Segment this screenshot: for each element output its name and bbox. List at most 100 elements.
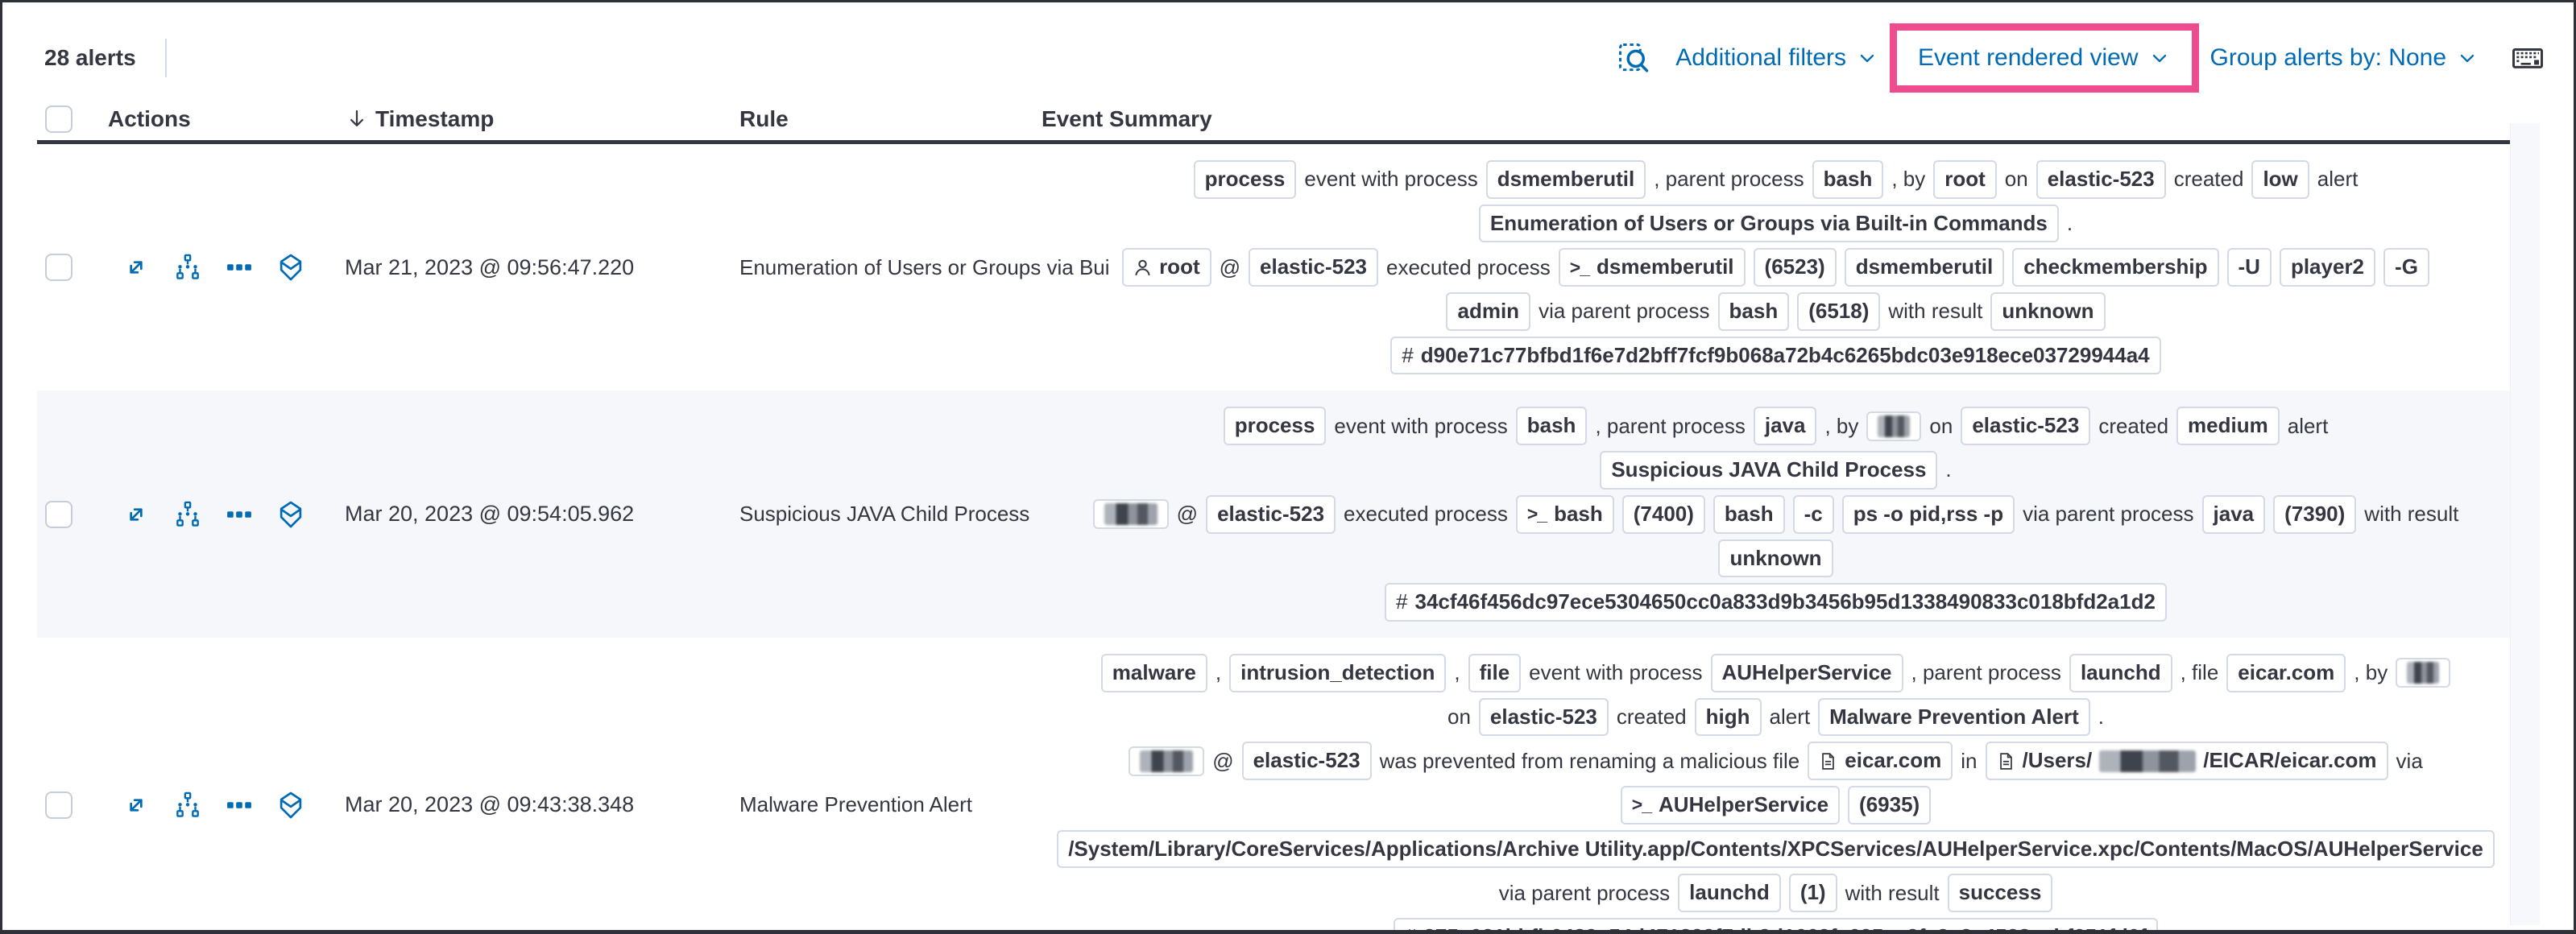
- group-alerts-dropdown[interactable]: Group alerts by: None: [2210, 44, 2479, 72]
- summary-badge[interactable]: process: [1223, 407, 1327, 446]
- summary-badge[interactable]: java: [1753, 407, 1817, 446]
- summary-badge[interactable]: >_bash: [1515, 494, 1614, 534]
- summary-badge[interactable]: low: [2251, 160, 2309, 199]
- keyboard-shortcuts-button[interactable]: [2509, 41, 2546, 75]
- vertical-scrollbar[interactable]: [2510, 123, 2540, 925]
- session-view-button[interactable]: [275, 252, 306, 283]
- table-header-row: Actions Timestamp Rule Event Summary: [37, 97, 2510, 144]
- summary-badge[interactable]: bash: [1515, 407, 1588, 446]
- summary-badge[interactable]: [1129, 746, 1205, 776]
- expand-alert-button[interactable]: [121, 252, 151, 283]
- terminal-icon: >_: [1569, 256, 1590, 278]
- summary-badge[interactable]: -U: [2226, 248, 2272, 287]
- summary-badge[interactable]: -c: [1792, 494, 1834, 534]
- summary-badge[interactable]: (7400): [1621, 494, 1705, 534]
- select-all-checkbox[interactable]: [45, 105, 72, 133]
- summary-badge[interactable]: >_dsmemberutil: [1558, 248, 1746, 287]
- summary-badge[interactable]: #d90e71c77bfbd1f6e7d2bff7fcf9b068a72b4c6…: [1390, 336, 2161, 375]
- analyzer-icon: [176, 791, 199, 817]
- summary-badge[interactable]: elastic-523: [1249, 248, 1378, 287]
- summary-badge[interactable]: #34cf46f456dc97ece5304650cc0a833d9b3456b…: [1385, 583, 2167, 622]
- summary-badge[interactable]: bash: [1812, 160, 1884, 199]
- summary-badge[interactable]: eicar.com: [2226, 653, 2346, 692]
- summary-badge[interactable]: elastic-523: [1961, 407, 2091, 446]
- summary-badge[interactable]: success: [1947, 874, 2053, 912]
- summary-badge[interactable]: dsmemberutil: [1485, 160, 1646, 199]
- summary-badge[interactable]: (6518): [1797, 292, 1881, 331]
- summary-badge[interactable]: eicar.com: [1808, 742, 1953, 780]
- analyze-event-button[interactable]: [172, 499, 203, 530]
- alerts-count: 28 alerts: [44, 45, 136, 70]
- summary-badge[interactable]: (6935): [1848, 785, 1932, 824]
- terminal-icon: >_: [1526, 502, 1547, 524]
- redacted-blob: [1140, 750, 1194, 772]
- summary-badge[interactable]: intrusion_detection: [1229, 653, 1447, 692]
- summary-badge[interactable]: elastic-523: [1241, 742, 1372, 780]
- view-selector-dropdown[interactable]: Event rendered view: [1918, 44, 2171, 72]
- summary-badge[interactable]: bash: [1713, 494, 1785, 534]
- analyze-event-button[interactable]: [172, 252, 203, 283]
- document-icon: [1997, 752, 2015, 771]
- summary-badge[interactable]: root: [1933, 160, 1997, 199]
- summary-badge[interactable]: java: [2201, 494, 2266, 534]
- summary-badge[interactable]: (7390): [2273, 494, 2357, 534]
- summary-badge[interactable]: file: [1468, 653, 1522, 692]
- more-actions-button[interactable]: [224, 790, 255, 820]
- summary-badge[interactable]: ps -o pid,rss -p: [1841, 494, 2015, 534]
- summary-badge[interactable]: unknown: [1718, 539, 1833, 578]
- summary-badge[interactable]: elastic-523: [2036, 160, 2166, 199]
- summary-text: .: [2098, 704, 2105, 729]
- analyzer-icon: [176, 501, 199, 527]
- summary-badge[interactable]: bash: [1717, 292, 1790, 331]
- summary-text: with result: [2364, 502, 2459, 527]
- more-actions-button[interactable]: [224, 252, 255, 283]
- summary-badge[interactable]: /System/Library/CoreServices/Application…: [1057, 829, 2495, 869]
- analyze-event-button[interactable]: [172, 790, 203, 820]
- expand-alert-button[interactable]: [121, 499, 151, 530]
- summary-badge[interactable]: /Users//EICAR/eicar.com: [1985, 742, 2388, 780]
- row-checkbox[interactable]: [45, 254, 72, 282]
- session-view-button[interactable]: [275, 790, 306, 820]
- row-checkbox[interactable]: [45, 791, 72, 819]
- summary-badge[interactable]: unknown: [1990, 292, 2106, 331]
- additional-filters-dropdown[interactable]: Additional filters: [1675, 44, 1878, 72]
- summary-badge[interactable]: process: [1193, 160, 1297, 199]
- summary-badge[interactable]: AUHelperService: [1710, 653, 1903, 692]
- summary-badge[interactable]: dsmemberutil: [1844, 248, 2005, 287]
- more-actions-button[interactable]: [224, 499, 255, 530]
- summary-badge[interactable]: root: [1122, 248, 1211, 287]
- timestamp-header[interactable]: Timestamp: [345, 106, 731, 132]
- summary-text: , parent process: [1595, 413, 1746, 438]
- summary-badge[interactable]: #275a021bbfb6489e54d471899f7db9d1663fc69…: [1393, 918, 2159, 930]
- summary-badge[interactable]: admin: [1446, 292, 1531, 331]
- summary-badge[interactable]: medium: [2176, 407, 2280, 446]
- summary-badge[interactable]: (1): [1788, 874, 1837, 912]
- summary-badge[interactable]: [2396, 658, 2451, 688]
- inspect-button[interactable]: [1616, 40, 1651, 76]
- summary-badge[interactable]: launchd: [1678, 874, 1781, 912]
- expand-icon: [130, 799, 143, 812]
- expand-alert-button[interactable]: [121, 790, 151, 820]
- summary-badge[interactable]: elastic-523: [1206, 494, 1336, 534]
- summary-badge[interactable]: elastic-523: [1478, 697, 1609, 737]
- summary-badge[interactable]: Enumeration of Users or Groups via Built…: [1478, 204, 2059, 243]
- summary-badge[interactable]: >_AUHelperService: [1620, 785, 1841, 824]
- summary-badge[interactable]: [1866, 411, 1922, 441]
- summary-badge[interactable]: Malware Prevention Alert: [1818, 697, 2090, 737]
- summary-badge[interactable]: checkmembership: [2012, 248, 2219, 287]
- summary-badge[interactable]: Suspicious JAVA Child Process: [1600, 451, 1938, 490]
- summary-line: /System/Library/CoreServices/Application…: [1057, 829, 2495, 869]
- session-view-button[interactable]: [275, 499, 306, 530]
- summary-badge[interactable]: high: [1694, 697, 1762, 737]
- summary-badge[interactable]: (6523): [1753, 248, 1837, 287]
- summary-badge[interactable]: malware: [1100, 653, 1207, 692]
- more-icon: [227, 264, 251, 271]
- summary-badge[interactable]: [1092, 499, 1169, 530]
- alerts-toolbar: 28 alerts Additional filters Event rende…: [44, 17, 2546, 99]
- summary-badge[interactable]: launchd: [2069, 653, 2172, 692]
- summary-badge[interactable]: -G: [2383, 248, 2429, 287]
- row-checkbox[interactable]: [45, 500, 72, 528]
- summary-badge[interactable]: player2: [2279, 248, 2376, 287]
